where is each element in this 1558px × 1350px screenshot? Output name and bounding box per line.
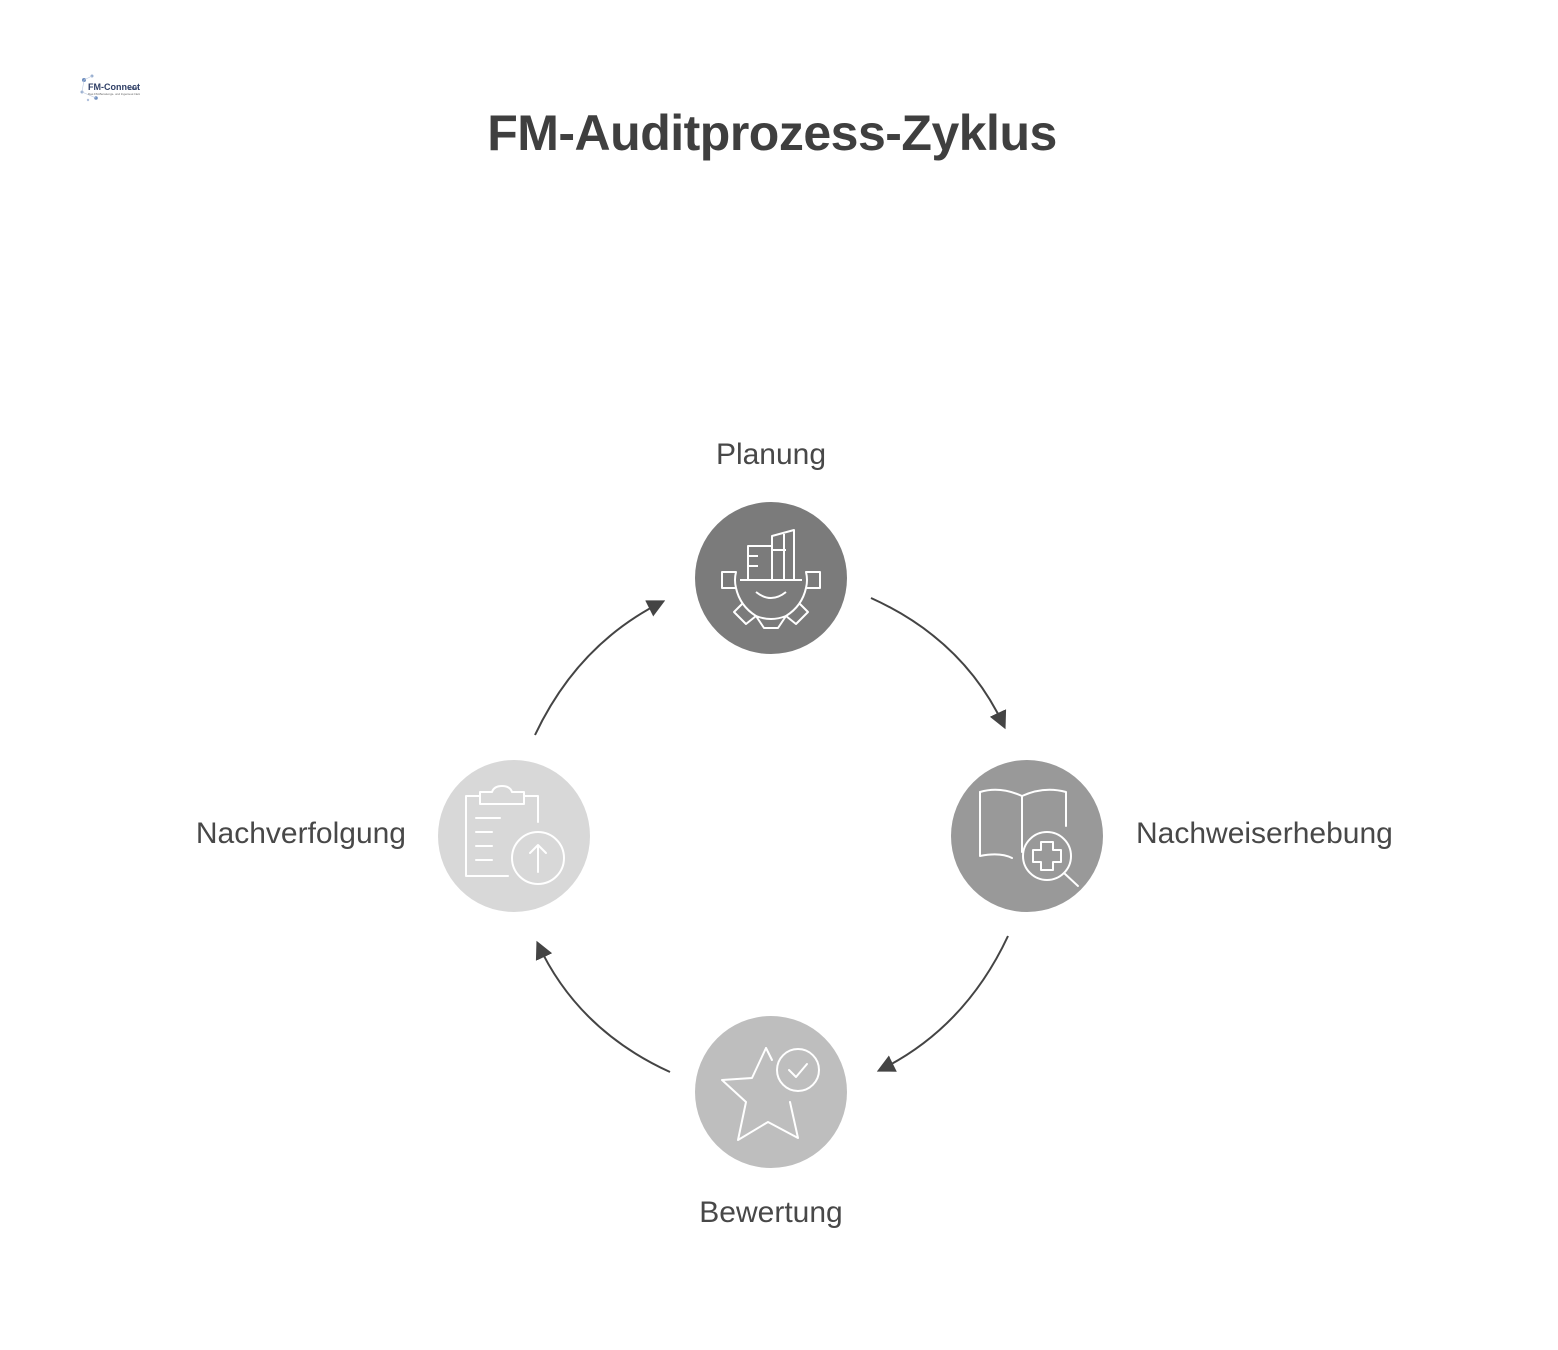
arrow-nachweiserhebung-to-bewertung	[876, 935, 1009, 1072]
stage-label-nachverfolgung: Nachverfolgung	[195, 817, 406, 850]
stage-label-bewertung: Bewertung	[699, 1196, 843, 1229]
fm-connect-logo: FM-Connect .com Das FM-Beratungs- und In…	[80, 74, 140, 102]
arrow-bewertung-to-nachverfolgung	[535, 940, 671, 1073]
gear-building-icon	[721, 529, 821, 629]
stage-planung	[695, 502, 847, 654]
svg-text:Das FM-Beratungs- und Ingenieu: Das FM-Beratungs- und Ingenieur-Netzwerk	[88, 92, 140, 96]
stage-bewertung	[695, 1016, 847, 1168]
book-search-icon	[979, 788, 1079, 887]
stage-label-planung: Planung	[715, 438, 827, 471]
star-check-icon	[721, 1047, 820, 1141]
stage-label-nachweiserhebung: Nachweiserhebung	[1136, 817, 1393, 850]
stage-nachweiserhebung	[951, 760, 1103, 912]
page-title: FM-Auditprozess-Zyklus	[487, 105, 1057, 161]
clipboard-upload-icon	[465, 785, 565, 885]
arrow-planung-to-nachweiserhebung	[870, 597, 1007, 730]
svg-text:.com: .com	[128, 86, 139, 92]
stage-nachverfolgung	[438, 760, 590, 912]
arrow-nachverfolgung-to-planung	[534, 600, 666, 736]
svg-text:FM-Connect: FM-Connect	[88, 82, 140, 92]
